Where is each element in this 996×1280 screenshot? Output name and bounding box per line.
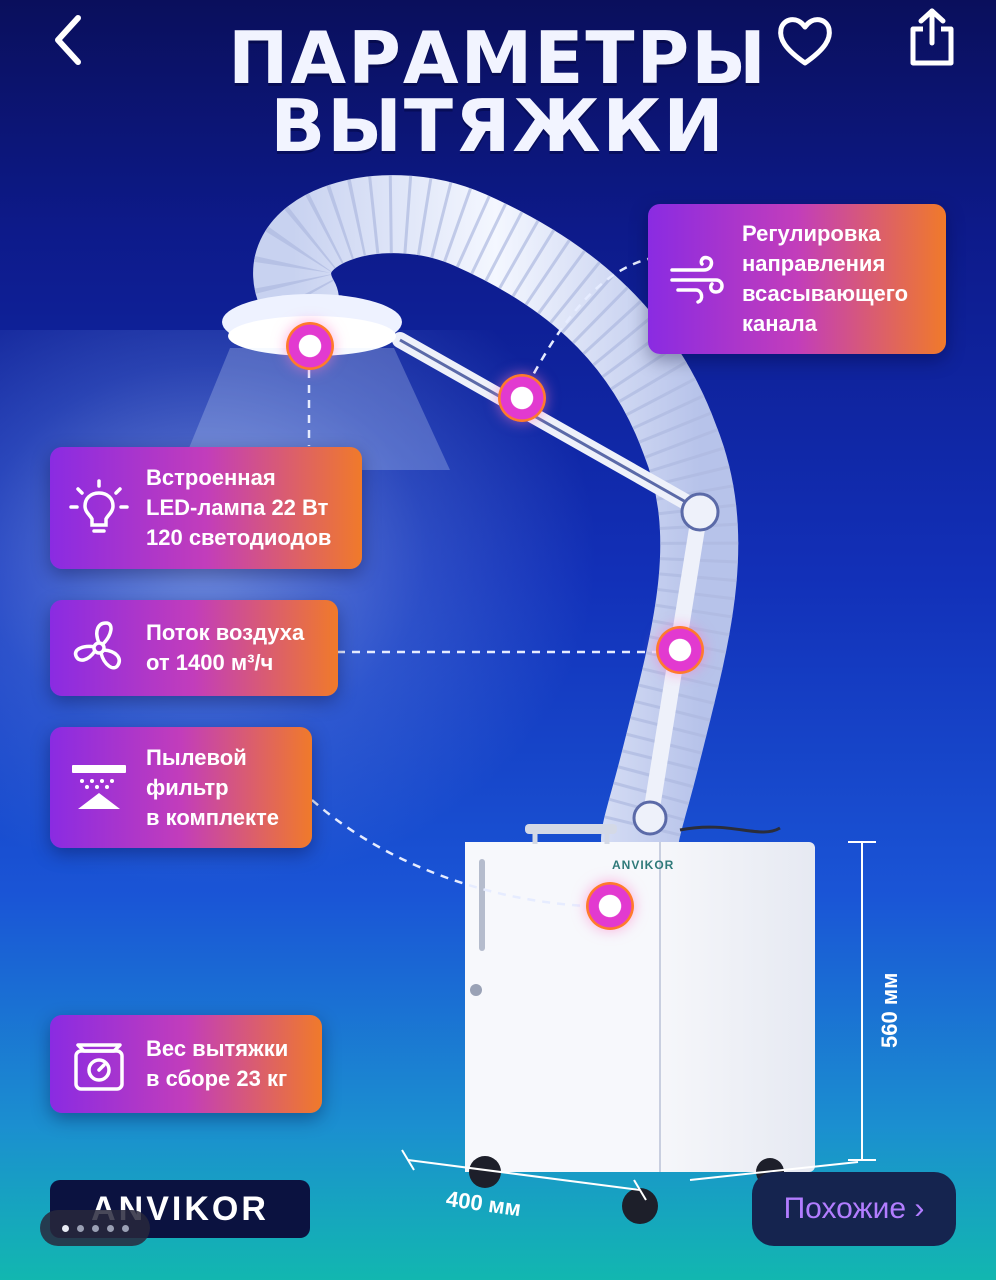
height-dimension-label: 560 мм: [877, 972, 902, 1048]
marker-lamp[interactable]: [286, 322, 334, 370]
wind-icon: [670, 255, 724, 304]
pager-dot[interactable]: [106, 1224, 114, 1232]
chevron-left-icon: [55, 15, 81, 65]
pager-dot[interactable]: [76, 1224, 84, 1232]
fan-icon: [73, 621, 121, 670]
heart-icon: [778, 17, 832, 66]
feature-card-direction: Регулировка направления всасывающего кан…: [648, 204, 946, 354]
product-label: ANVIKOR: [612, 858, 675, 872]
light-bulb-icon: [69, 479, 129, 533]
feature-card-weight: Вес вытяжки в сборе 23 кг: [50, 1015, 322, 1113]
feature-text: Регулировка направления всасывающего кан…: [742, 221, 909, 336]
title-line-2: ВЫТЯЖКИ: [270, 84, 726, 168]
pager-dot[interactable]: [91, 1224, 99, 1232]
share-icon: [910, 8, 954, 66]
favorite-button[interactable]: [772, 8, 838, 74]
similar-button[interactable]: Похожие ›: [752, 1172, 956, 1246]
feature-card-led: Встроенная LED-лампа 22 Вт 120 светодиод…: [50, 447, 362, 569]
image-pager[interactable]: [40, 1210, 150, 1246]
feature-text: Поток воздуха от 1400 м³/ч: [146, 620, 305, 675]
feature-text: Встроенная LED-лампа 22 Вт 120 светодиод…: [146, 465, 332, 550]
feature-text: Пылевой фильтр в комплекте: [146, 744, 280, 830]
title-line-1: ПАРАМЕТРЫ: [228, 16, 768, 100]
pager-dot[interactable]: [121, 1224, 129, 1232]
marker-arm[interactable]: [498, 374, 546, 422]
marker-filter[interactable]: [586, 882, 634, 930]
scale-icon: [74, 1043, 124, 1091]
feature-card-airflow: Поток воздуха от 1400 м³/ч: [50, 600, 338, 696]
share-button[interactable]: [902, 6, 962, 68]
filter-icon: [72, 764, 126, 809]
feature-card-filter: Пылевой фильтр в комплекте: [50, 727, 312, 848]
feature-text: Вес вытяжки в сборе 23 кг: [146, 1036, 289, 1091]
marker-hose[interactable]: [656, 626, 704, 674]
back-button[interactable]: [40, 12, 96, 68]
pager-dot[interactable]: [61, 1224, 69, 1232]
